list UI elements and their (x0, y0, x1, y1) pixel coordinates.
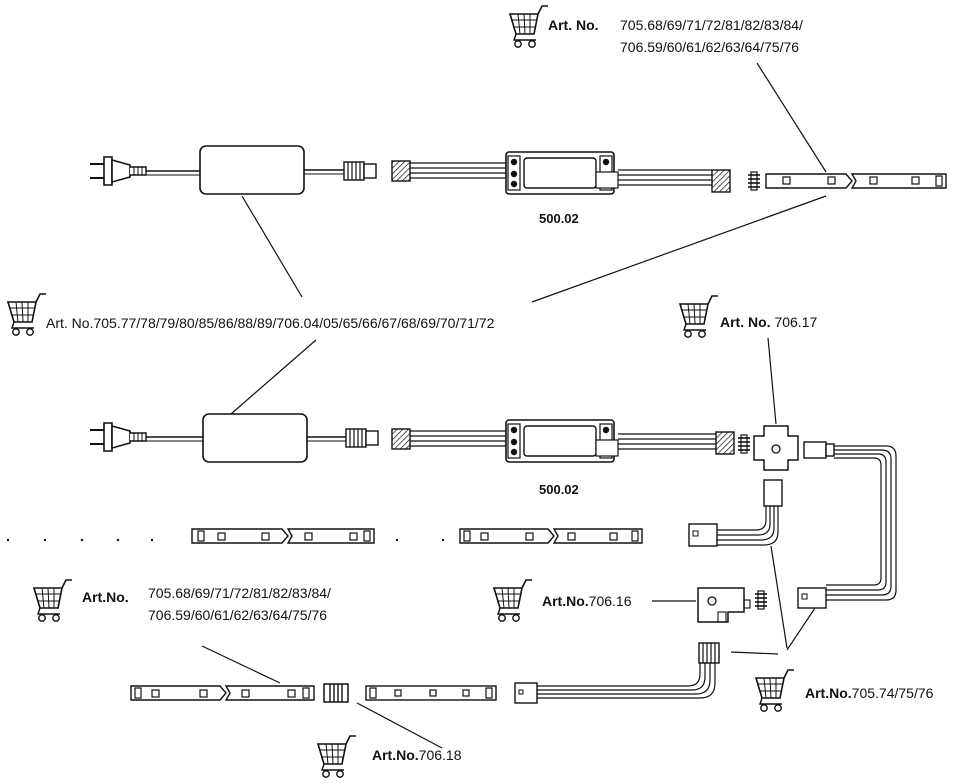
cables-art-number: 705.74/75/76 (851, 685, 934, 701)
shopping-cart-icon (33, 579, 73, 623)
corner-connector (697, 587, 751, 623)
cross-connector (753, 425, 799, 471)
shopping-cart-icon (679, 295, 719, 339)
psu-art-prefix: Art. No. (46, 315, 94, 331)
strips-left-art-line1: 705.68/69/71/72/81/82/83/84/ (148, 585, 331, 601)
top-right-art-prefix: Art. No. (548, 17, 599, 33)
led-strip-icon (765, 173, 947, 189)
power-supply (199, 145, 305, 195)
euro-plug-icon (89, 156, 147, 186)
leader-lines (201, 62, 827, 749)
straight-connector (323, 683, 349, 703)
shopping-cart-icon (7, 293, 47, 337)
straight-connector-art-number: 706.18 (418, 747, 462, 763)
straight-connector-art-label: Art.No.706.18 (372, 746, 462, 764)
controller-label-bottom: 500.02 (539, 482, 579, 497)
controller (505, 419, 619, 463)
straight-connector-art-prefix: Art.No. (372, 747, 419, 763)
strips-left-art-line2: 706.59/60/61/62/63/64/75/76 (148, 607, 328, 623)
top-right-art-line1: 705.68/69/71/72/81/82/83/84/ (620, 17, 803, 33)
psu-art-numbers: 705.77/78/79/80/85/86/88/89/706.04/05/65… (93, 315, 495, 331)
cross-connector-art-label: Art. No. 706.17 (720, 313, 817, 331)
shopping-cart-icon (493, 579, 533, 623)
led-strip-icon (365, 685, 497, 701)
top-system (89, 145, 947, 195)
cables-art-label: Art.No.705.74/75/76 (805, 684, 933, 702)
cross-connector-art-number: 706.17 (774, 314, 818, 330)
psu-art-label: Art. No.705.77/78/79/80/85/86/88/89/706.… (46, 314, 494, 332)
connector-icon (391, 160, 411, 182)
corner-connector-art-label: Art.No.706.16 (542, 592, 632, 610)
strips-left-art-prefix: Art.No. (82, 589, 129, 605)
cross-connector-art-prefix: Art. No. (720, 314, 771, 330)
euro-plug-icon (89, 422, 147, 452)
controller (505, 151, 619, 195)
corner-connector-art-number: 706.16 (588, 593, 632, 609)
cables-art-prefix: Art.No. (805, 685, 852, 701)
led-strip-icon (130, 685, 315, 701)
bottom-system (6, 413, 897, 623)
led-strip-icon (191, 528, 375, 544)
shopping-cart-icon (317, 735, 357, 779)
led-strip-icon (459, 528, 643, 544)
shopping-cart-icon (509, 5, 549, 49)
corner-connector-art-prefix: Art.No. (542, 593, 589, 609)
controller-label-top: 500.02 (539, 211, 579, 226)
bottom-strip-row (130, 642, 720, 704)
top-right-art-line2: 706.59/60/61/62/63/64/75/76 (620, 39, 800, 55)
shopping-cart-icon (755, 669, 795, 713)
power-supply (202, 413, 308, 463)
